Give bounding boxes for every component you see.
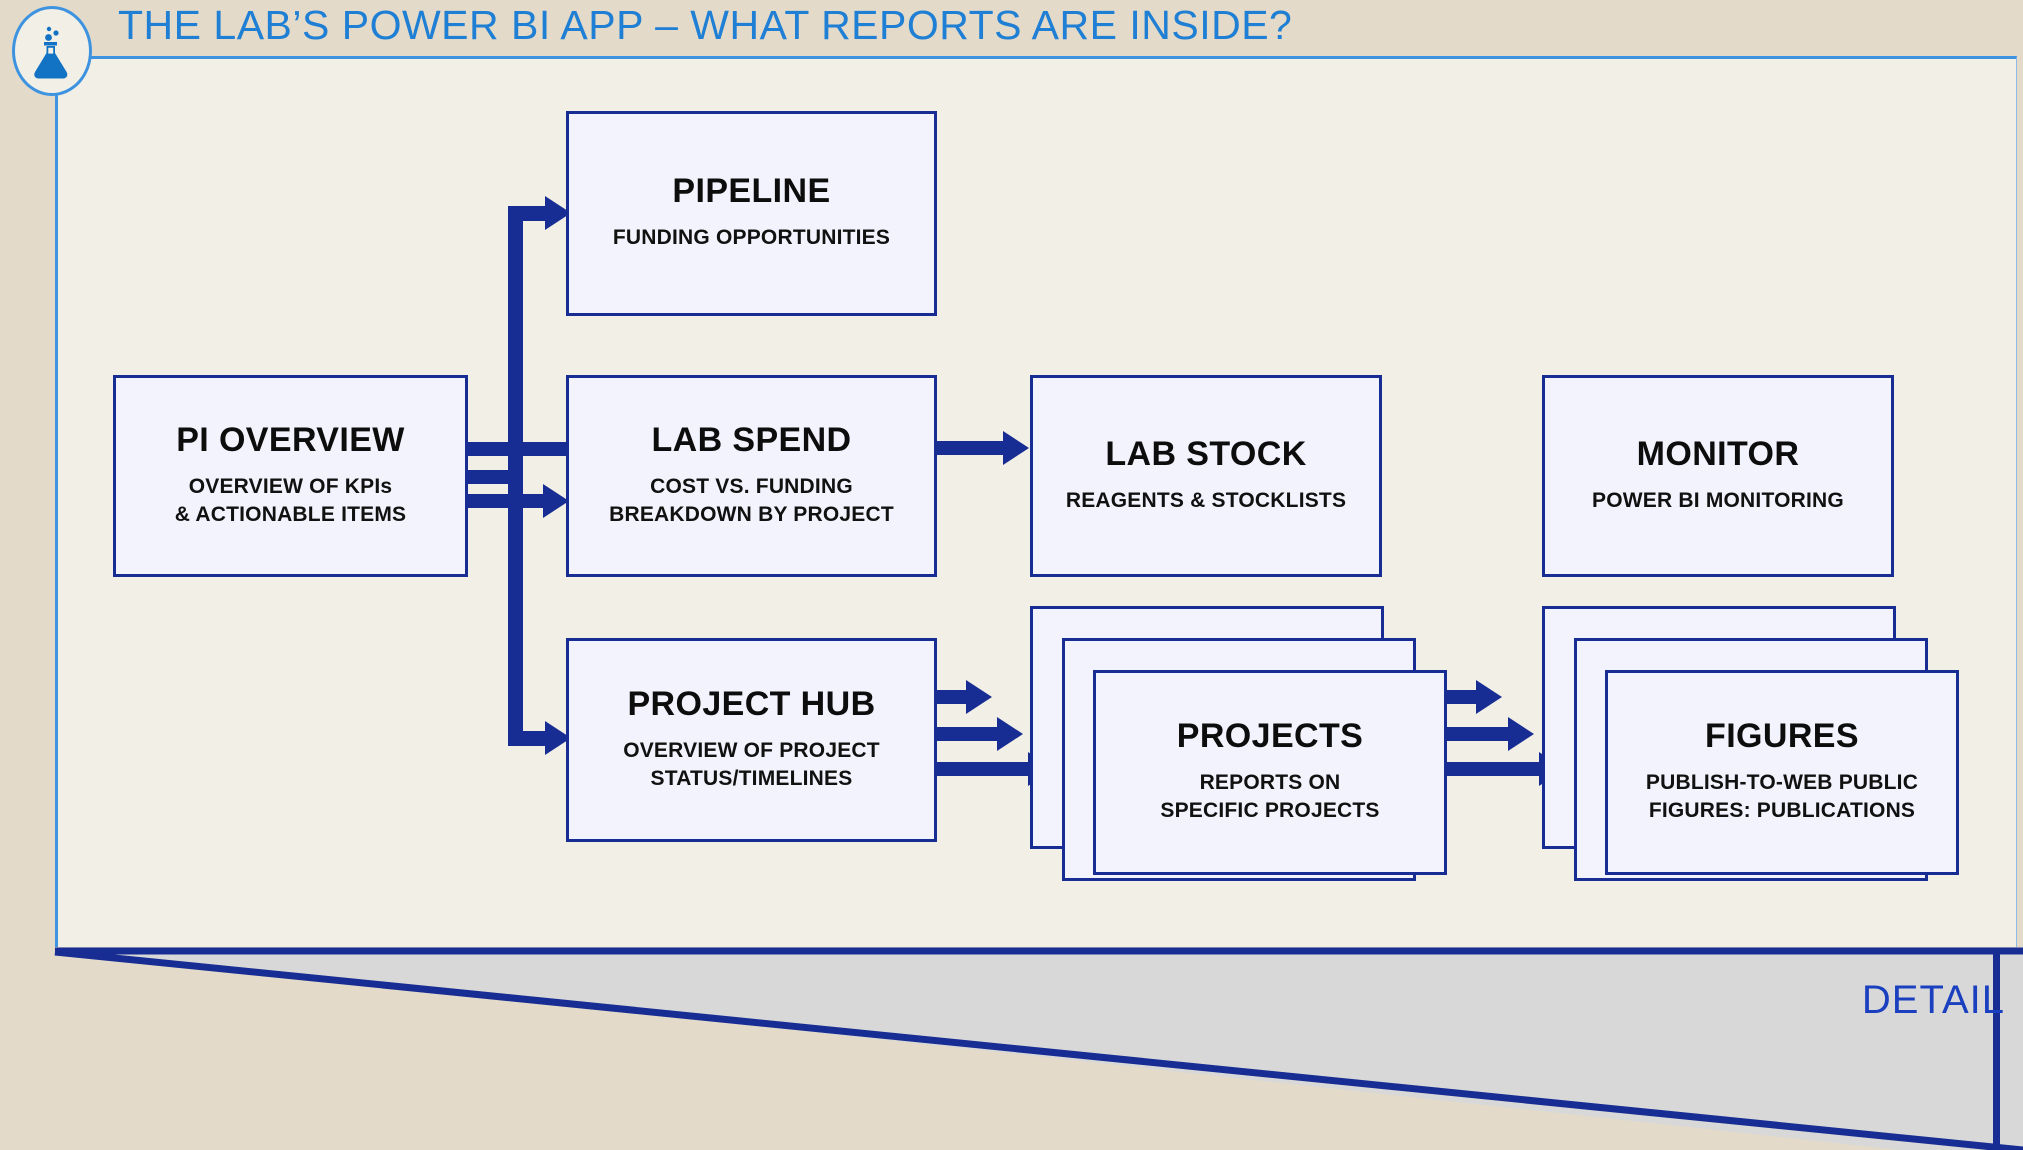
header-band xyxy=(0,0,2023,56)
connector-hub-to-projects-3 xyxy=(934,762,1034,776)
connector-to-pipeline xyxy=(508,206,556,221)
connector-labspend-to-labstock xyxy=(934,441,1012,455)
node-project-hub[interactable]: PROJECT HUB OVERVIEW OF PROJECT STATUS/T… xyxy=(566,638,937,842)
node-title: PROJECTS xyxy=(1176,717,1364,756)
node-subtitle-line: REPORTS ON xyxy=(1199,771,1341,794)
node-title: FIGURES xyxy=(1705,717,1859,756)
node-subtitle-line: OVERVIEW OF KPIs xyxy=(188,474,393,498)
page-title: THE LAB’S POWER BI APP – WHAT REPORTS AR… xyxy=(118,2,1293,48)
connector-hub-to-projects-2 xyxy=(934,727,1004,741)
node-monitor[interactable]: MONITOR POWER BI MONITORING xyxy=(1542,375,1894,577)
node-title: LAB SPEND xyxy=(651,420,852,459)
node-title: PIPELINE xyxy=(672,172,831,211)
node-subtitle-line: POWER BI MONITORING xyxy=(1592,488,1844,512)
node-subtitle: POWER BI MONITORING xyxy=(1592,487,1844,515)
connector-to-labspend xyxy=(508,494,552,508)
connector-projects-to-figures-1 xyxy=(1444,690,1484,704)
arrowhead-labstock xyxy=(1003,431,1029,465)
node-figures[interactable]: FIGURES PUBLISH-TO-WEB PUBLIC FIGURES: P… xyxy=(1605,670,1959,875)
flask-icon xyxy=(12,6,92,96)
node-subtitle: REPORTS ON SPECIFIC PROJECTS xyxy=(1160,769,1379,826)
connector-projects-to-figures-2 xyxy=(1444,727,1514,741)
node-subtitle: OVERVIEW OF KPIs & ACTIONABLE ITEMS xyxy=(175,473,406,530)
node-subtitle: COST VS. FUNDING BREAKDOWN BY PROJECT xyxy=(609,473,894,530)
detail-label: DETAIL xyxy=(1861,978,2005,1022)
node-subtitle: PUBLISH-TO-WEB PUBLIC FIGURES: PUBLICATI… xyxy=(1646,769,1918,826)
node-subtitle-line: STATUS/TIMELINES xyxy=(650,766,853,790)
node-projects[interactable]: PROJECTS REPORTS ON SPECIFIC PROJECTS xyxy=(1093,670,1447,875)
node-lab-spend[interactable]: LAB SPEND COST VS. FUNDING BREAKDOWN BY … xyxy=(566,375,937,577)
arrowhead-projects-1 xyxy=(966,680,992,714)
arrowhead-figures-1 xyxy=(1476,680,1502,714)
node-subtitle-line: OVERVIEW OF PROJECT xyxy=(623,738,880,762)
node-subtitle-line: SPECIFIC PROJECTS xyxy=(1160,799,1380,823)
node-subtitle-line: FUNDING OPPORTUNITIES xyxy=(612,226,891,250)
node-title: LAB STOCK xyxy=(1105,434,1307,473)
node-title: MONITOR xyxy=(1636,434,1800,473)
node-title: PI OVERVIEW xyxy=(176,420,405,459)
node-pi-overview[interactable]: PI OVERVIEW OVERVIEW OF KPIs & ACTIONABL… xyxy=(113,375,468,577)
connector-to-projecthub xyxy=(508,731,556,746)
node-title: PROJECT HUB xyxy=(627,684,876,723)
node-subtitle: OVERVIEW OF PROJECT STATUS/TIMELINES xyxy=(623,737,880,794)
arrowhead-labspend xyxy=(543,484,569,518)
arrowhead-projects-2 xyxy=(997,717,1023,751)
node-subtitle-line: & ACTIONABLE ITEMS xyxy=(174,502,407,526)
node-pipeline[interactable]: PIPELINE FUNDING OPPORTUNITIES xyxy=(566,111,937,316)
node-subtitle-line: BREAKDOWN BY PROJECT xyxy=(609,502,894,526)
connector-pi-stub-2 xyxy=(463,470,523,484)
connector-to-labspend-upper xyxy=(508,442,570,456)
footer-wedge xyxy=(0,947,2023,1150)
node-subtitle: REAGENTS & STOCKLISTS xyxy=(1066,487,1346,515)
connector-hub-to-projects-1 xyxy=(934,690,974,704)
node-subtitle: FUNDING OPPORTUNITIES xyxy=(613,224,890,252)
node-lab-stock[interactable]: LAB STOCK REAGENTS & STOCKLISTS xyxy=(1030,375,1382,577)
node-subtitle-line: COST VS. FUNDING xyxy=(650,474,853,498)
node-subtitle-line: FIGURES: PUBLICATIONS xyxy=(1648,799,1916,823)
arrowhead-figures-2 xyxy=(1508,717,1534,751)
node-subtitle-line: PUBLISH-TO-WEB PUBLIC xyxy=(1645,771,1919,794)
connector-projects-to-figures-3 xyxy=(1444,762,1544,776)
node-subtitle-line: REAGENTS & STOCKLISTS xyxy=(1065,488,1347,512)
